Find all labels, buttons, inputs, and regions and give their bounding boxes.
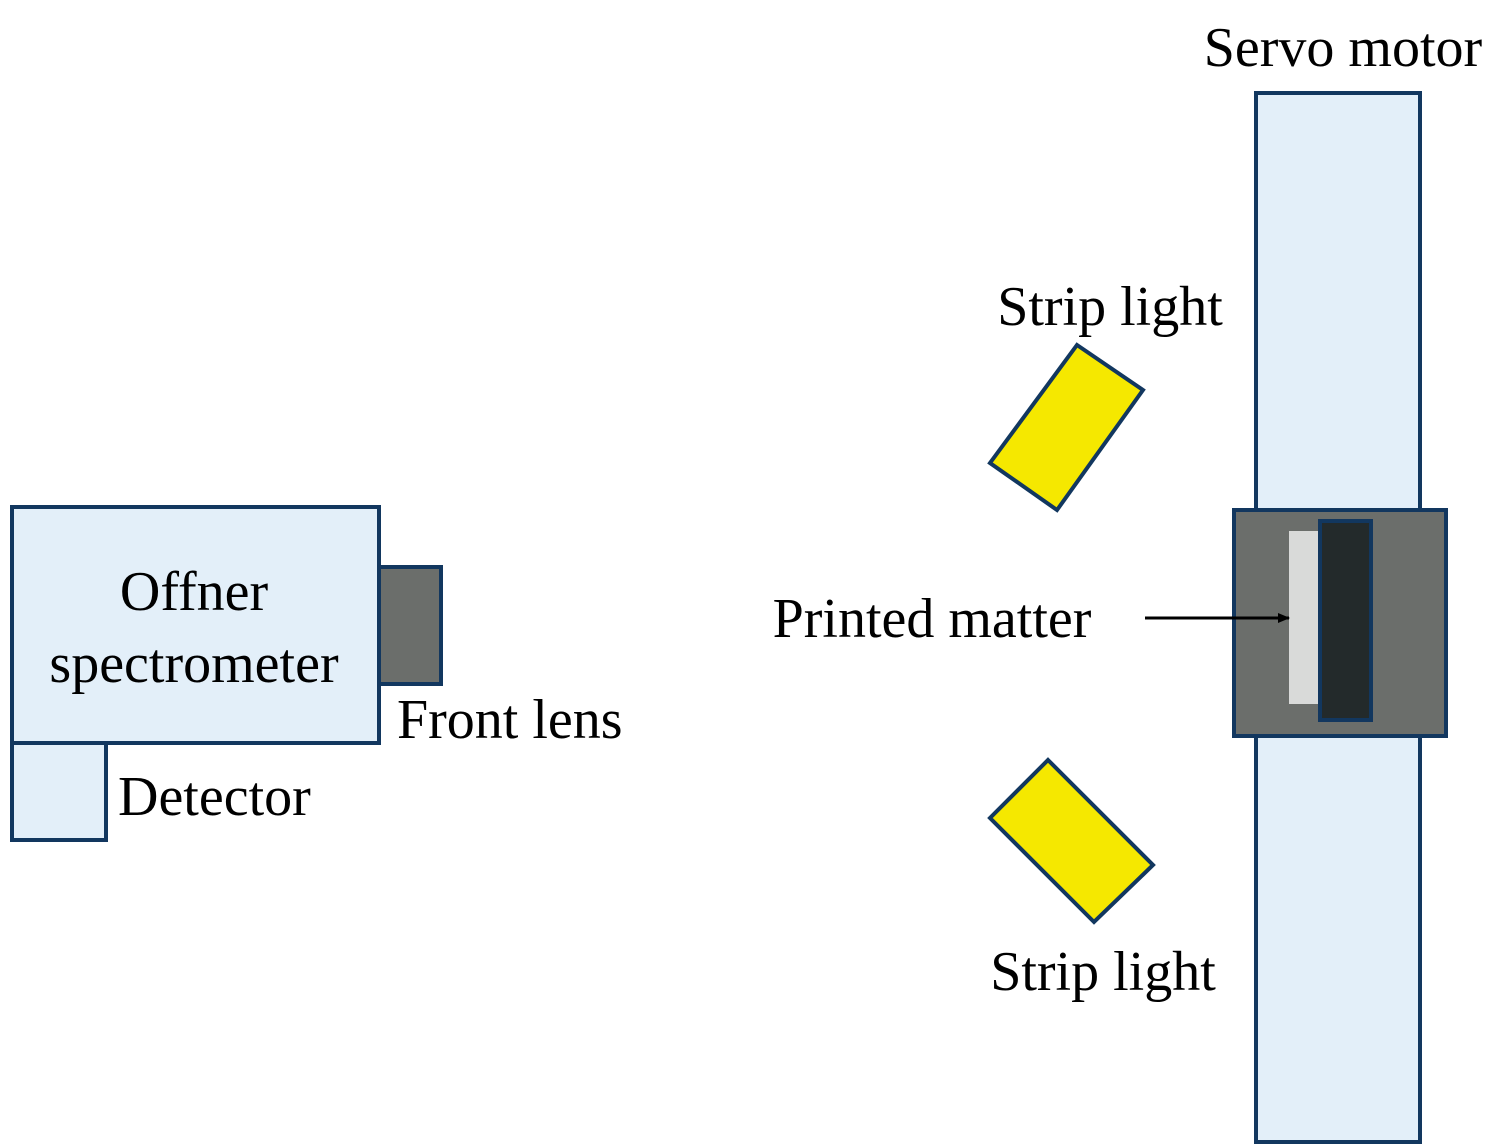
strip-light-bottom-label: Strip light xyxy=(990,941,1216,1003)
detector xyxy=(10,741,108,842)
offner-label-line1: Offner xyxy=(120,561,269,623)
strip-light-bottom xyxy=(987,757,1156,925)
offner-label-line2: spectrometer xyxy=(49,633,339,695)
printed-matter-label: Printed matter xyxy=(773,588,1092,650)
strip-light-top xyxy=(987,342,1146,513)
offner-spectrometer-body xyxy=(10,505,381,745)
front-lens-label: Front lens xyxy=(397,689,623,751)
printed-matter-strip xyxy=(1289,531,1321,704)
servo-motor-label: Servo motor xyxy=(1204,17,1483,79)
front-lens xyxy=(377,565,443,686)
detector-label: Detector xyxy=(118,766,311,828)
backing-panel xyxy=(1318,519,1373,722)
strip-light-top-label: Strip light xyxy=(997,276,1223,338)
